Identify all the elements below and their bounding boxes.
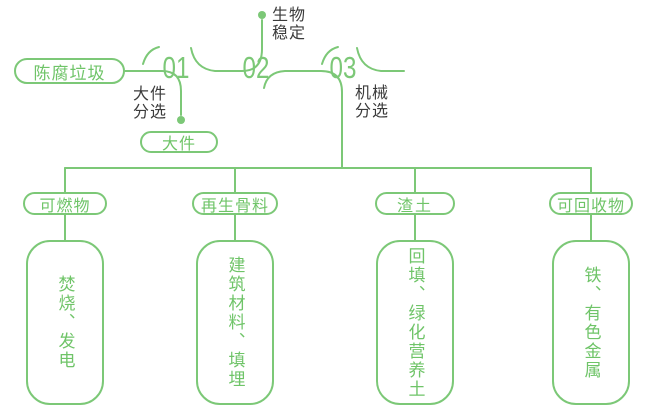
result-text-recyclables: 铁、有色金属 <box>581 265 601 380</box>
step-label-mechanical-sorting: 机械 分选 <box>355 85 390 120</box>
result-text-combustibles: 焚烧、发电 <box>55 275 75 370</box>
step-label-bio-stabilization: 生物 稳定 <box>272 7 307 42</box>
result-box-slag-soil: 回填、绿化营养土 <box>376 240 454 405</box>
result-box-combustibles: 焚烧、发电 <box>26 240 104 405</box>
node-large-items: 大件 <box>140 131 218 153</box>
step-number-01: 01 <box>162 50 190 85</box>
connector-root-to-01 <box>124 70 182 116</box>
step-number-02: 02 <box>242 50 270 85</box>
step-label-bulky-sorting: 大件 分选 <box>133 86 168 121</box>
dot-bio-stabilize <box>258 11 266 19</box>
node-aged-waste: 陈腐垃圾 <box>14 58 125 84</box>
result-box-recyclables: 铁、有色金属 <box>552 240 630 405</box>
connector-01-to-02 <box>190 19 263 72</box>
step-number-03: 03 <box>329 50 357 85</box>
pill-to-box-links <box>64 214 592 241</box>
node-recycled-aggregate: 再生骨料 <box>192 192 278 215</box>
node-recyclables: 可回收物 <box>549 192 633 215</box>
connector-03-tail <box>356 47 405 72</box>
branch-drops <box>64 167 592 193</box>
node-slag-soil: 渣土 <box>375 192 455 215</box>
node-combustibles: 可燃物 <box>23 192 107 215</box>
result-text-slag-soil: 回填、绿化营养土 <box>405 246 425 399</box>
dot-large-items <box>177 116 185 124</box>
connector-02-to-03 <box>263 70 343 169</box>
result-box-recycled-aggregate: 建筑材料、填埋 <box>196 240 274 405</box>
result-text-recycled-aggregate: 建筑材料、填埋 <box>225 256 245 389</box>
bracket-03-left <box>321 46 339 65</box>
bracket-01-left <box>142 46 160 65</box>
